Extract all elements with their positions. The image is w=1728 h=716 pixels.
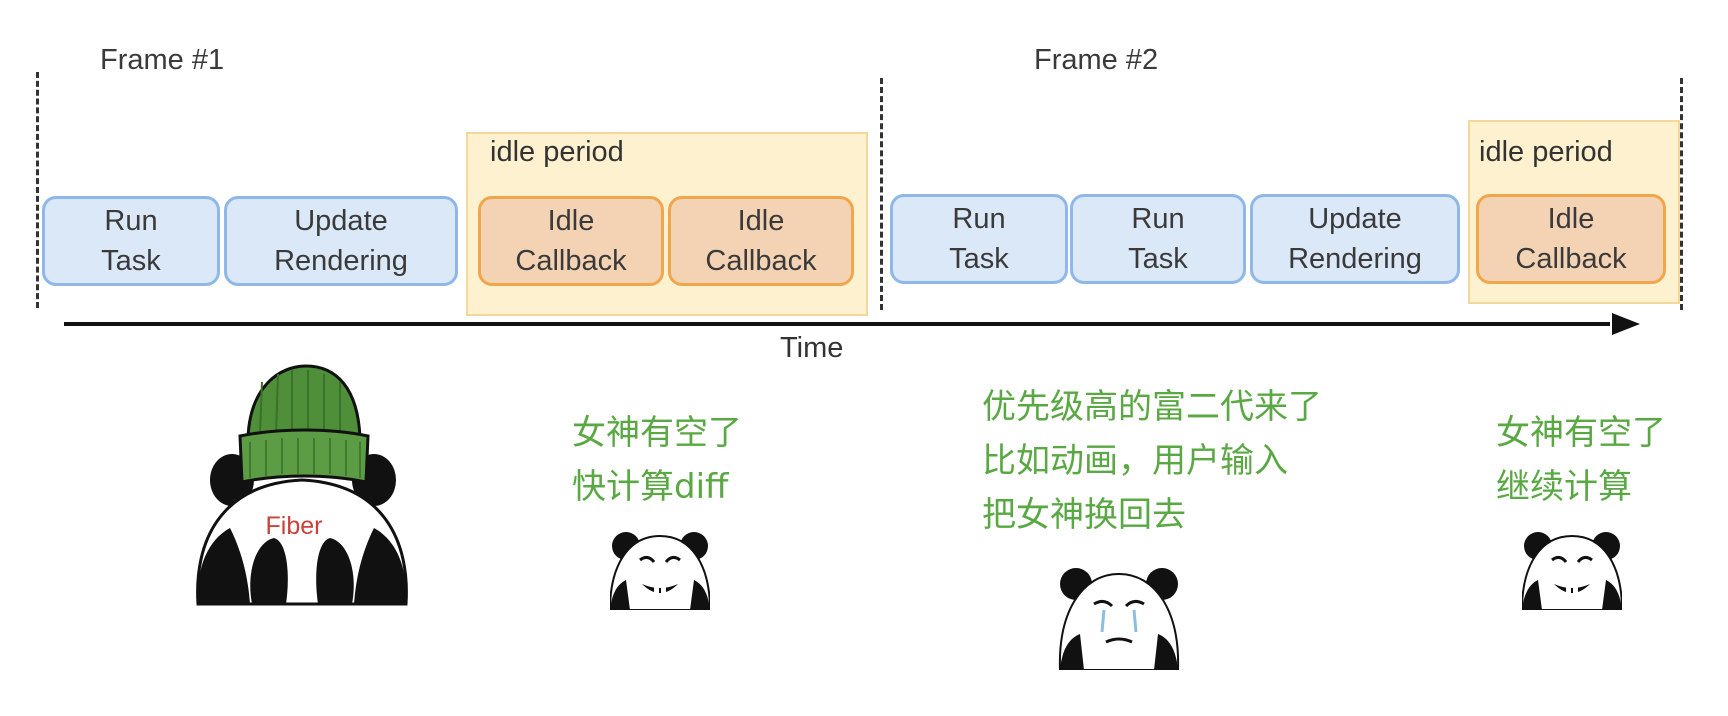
panda-meme-face-1 [610, 532, 710, 610]
task-label-line2: Task [101, 245, 161, 277]
note-high-priority-interrupt: 优先级高的富二代来了 比如动画，用户输入 把女神换回去 [982, 380, 1322, 542]
idle-period-label-1: idle period [490, 136, 624, 168]
note-line: 比如动画，用户输入 [982, 441, 1288, 481]
note-line: 女神有空了 [572, 413, 742, 453]
task-label-line2: Rendering [274, 245, 408, 277]
time-axis-label: Time [780, 332, 844, 364]
task-label-line1: Idle [737, 205, 785, 237]
task-label-line1: Run [104, 205, 158, 237]
frame-1-label: Frame #1 [100, 44, 225, 76]
note-line: 快计算diff [572, 467, 729, 507]
frame-2-label: Frame #2 [1034, 44, 1159, 76]
task-label-line2: Callback [1515, 243, 1627, 275]
task-label-line2: Task [1128, 243, 1188, 275]
panda-crying-face [1058, 568, 1180, 670]
task-label-line1: Run [1131, 203, 1185, 235]
note-line: 把女神换回去 [982, 495, 1186, 535]
task-label-line2: Callback [515, 245, 627, 277]
frame-2-end-boundary [1680, 78, 1683, 310]
idle-period-label-2: idle period [1479, 136, 1613, 168]
fiber-label: Fiber [266, 512, 323, 540]
task-label-line2: Callback [705, 245, 817, 277]
task-label-line1: Idle [547, 205, 595, 237]
task-label-line2: Rendering [1288, 243, 1422, 275]
frame-1-start-boundary [36, 72, 39, 308]
note-line: 优先级高的富二代来了 [982, 387, 1322, 427]
note-line: 女神有空了 [1496, 413, 1666, 453]
panda-meme-face-2 [1522, 532, 1622, 610]
note-line: 继续计算 [1496, 467, 1632, 507]
task-label-line1: Update [294, 205, 388, 237]
note-goddess-free: 女神有空了 快计算diff [572, 406, 742, 514]
note-continue-compute: 女神有空了 继续计算 [1496, 406, 1666, 514]
frame-2-start-boundary [880, 78, 883, 310]
task-label-line1: Idle [1547, 203, 1595, 235]
task-label-line1: Run [952, 203, 1006, 235]
task-label-line2: Task [949, 243, 1009, 275]
task-label-line1: Update [1308, 203, 1402, 235]
fiber-panda-illustration: Fiber [196, 364, 408, 606]
